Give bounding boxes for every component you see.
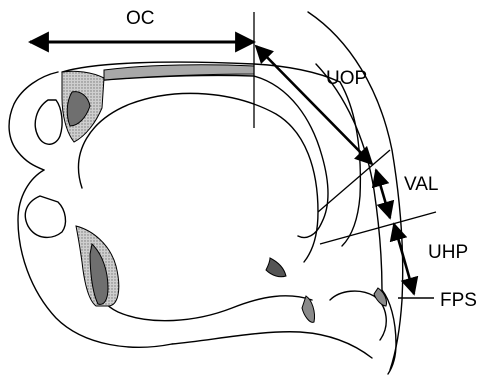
tongue-dorsum: [79, 93, 318, 262]
label-uhp: UHP: [428, 242, 468, 263]
face-profile-upper: [9, 72, 58, 170]
nostril-outline: [35, 100, 62, 144]
val-arrow: [376, 170, 390, 218]
floor-of-mouth: [172, 332, 372, 358]
lower-lip: [25, 196, 65, 237]
shaded-structures: [62, 65, 387, 323]
vallecula-mark: [374, 288, 387, 306]
pharyngeal-wall-inner: [316, 64, 382, 290]
uhp-arrow: [394, 224, 414, 294]
pharyngeal-wall-outer: [308, 12, 403, 370]
label-fps: FPS: [440, 290, 477, 311]
measurement-labels: OC UOP VAL UHP FPS: [126, 8, 477, 311]
label-val: VAL: [404, 174, 439, 195]
uop-arrow: [256, 46, 372, 164]
label-uop: UOP: [326, 68, 367, 89]
soft-palate: [254, 76, 328, 237]
label-oc: OC: [126, 8, 155, 29]
palatal-bone-shading: [104, 65, 254, 80]
soft-palate-posterior: [340, 82, 360, 246]
tongue-mark: [266, 258, 286, 277]
